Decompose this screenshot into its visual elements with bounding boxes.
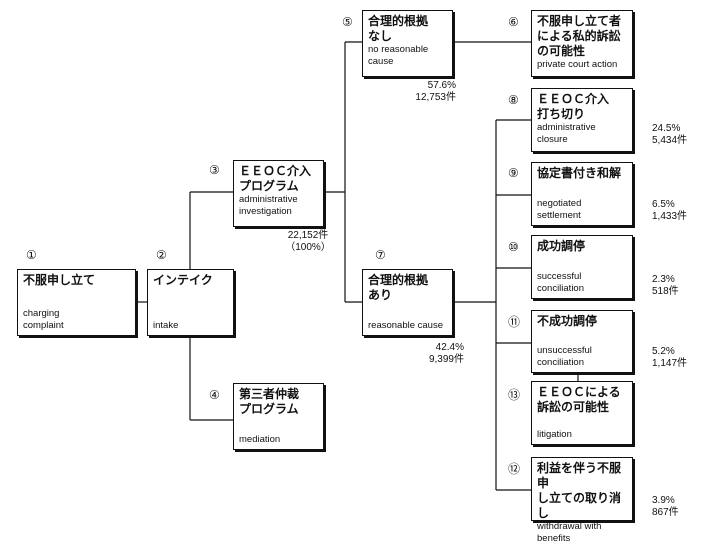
stat-negotiated-settlement: 6.5% 1,433件 xyxy=(652,199,687,223)
node-label-en: charging complaint xyxy=(23,308,64,331)
node-label-jp: 第三者仲裁 プログラム xyxy=(239,387,300,416)
node-label-en: administrative investigation xyxy=(239,194,298,217)
connector-lines xyxy=(136,41,579,491)
node-withdrawal-with-benefits: 利益を伴う不服申 し立ての取り消し withdrawal with benefi… xyxy=(531,457,633,544)
node-label-jp: ＥＥＯＣによる 訴訟の可能性 xyxy=(537,385,621,414)
node-label-en: intake xyxy=(153,320,179,331)
stat-percent: 42.4% xyxy=(435,342,464,353)
stat-successful-conciliation: 2.3% 518件 xyxy=(652,274,679,298)
node-intake: インテイク intake xyxy=(147,269,234,336)
step-number-5: ⑤ xyxy=(342,15,353,29)
node-litigation: ＥＥＯＣによる 訴訟の可能性 litigation xyxy=(531,381,633,445)
node-negotiated-settlement: 協定書付き和解 negotiated settlement xyxy=(531,162,633,226)
node-private-court-action: 不服申し立て者 による私的訴訟 の可能性 private court actio… xyxy=(531,10,633,77)
node-successful-conciliation: 成功調停 successful conciliation xyxy=(531,235,633,299)
node-unsuccessful-conciliation: 不成功調停 unsuccessful conciliation xyxy=(531,310,633,373)
node-label-en: administrative closure xyxy=(537,122,596,145)
stat-withdrawal-with-benefits: 3.9% 867件 xyxy=(652,495,679,519)
node-reasonable-cause: 合理的根拠 あり reasonable cause xyxy=(362,269,453,336)
stat-count: 12,753件 xyxy=(415,92,456,103)
stat-percent: 6.5% xyxy=(652,199,675,210)
node-label-en: no reasonable cause xyxy=(368,44,429,67)
node-label-en: withdrawal with benefits xyxy=(537,521,602,544)
stat-count: 1,147件 xyxy=(652,358,688,369)
stat-count: 1,433件 xyxy=(652,211,688,222)
step-number-1: ① xyxy=(26,248,37,262)
step-number-3: ③ xyxy=(209,163,220,177)
node-mediation: 第三者仲裁 プログラム mediation xyxy=(233,383,324,450)
step-number-4: ④ xyxy=(209,388,220,402)
node-administrative-investigation: ＥＥＯＣ介入 プログラム administrative investigatio… xyxy=(233,160,324,227)
stat-count: 518件 xyxy=(652,286,679,297)
stat-percent: 24.5% xyxy=(652,123,681,134)
step-number-13: ⑬ xyxy=(508,388,521,402)
step-number-8: ⑧ xyxy=(508,93,519,107)
stat-percent: 5.2% xyxy=(652,346,675,357)
stat-count: 867件 xyxy=(652,507,679,518)
node-label-en: mediation xyxy=(239,434,281,445)
node-label-en: litigation xyxy=(537,429,572,440)
step-number-6: ⑥ xyxy=(508,15,519,29)
step-number-10: ⑩ xyxy=(508,240,519,254)
node-administrative-closure: ＥＥＯＣ介入 打ち切り administrative closure xyxy=(531,88,633,152)
node-label-jp: 利益を伴う不服申 し立ての取り消し xyxy=(537,461,622,520)
step-number-11: ⑪ xyxy=(508,315,521,329)
node-label-jp: 合理的根拠 あり xyxy=(368,273,429,302)
node-label-jp: 合理的根拠 なし xyxy=(368,14,429,43)
stat-administrative-closure: 24.5% 5,434件 xyxy=(652,123,687,147)
node-label-en: unsuccessful conciliation xyxy=(537,345,592,368)
node-label-jp: 不服申し立て者 による私的訴訟 の可能性 xyxy=(537,14,622,58)
node-label-jp: 協定書付き和解 xyxy=(537,166,622,180)
stat-percent: 57.6% xyxy=(427,80,456,91)
node-label-en: successful conciliation xyxy=(537,271,584,294)
node-label-en: negotiated settlement xyxy=(537,198,582,221)
node-label-jp: 不成功調停 xyxy=(537,314,598,328)
node-label-en: reasonable cause xyxy=(368,320,443,331)
node-charging-complaint: 不服申し立て charging complaint xyxy=(17,269,136,336)
node-label-jp: ＥＥＯＣ介入 打ち切り xyxy=(537,92,610,121)
node-label-en: private court action xyxy=(537,59,618,70)
node-label-jp: ＥＥＯＣ介入 プログラム xyxy=(239,164,312,193)
step-number-9: ⑨ xyxy=(508,166,519,180)
step-number-2: ② xyxy=(156,248,167,262)
stat-reasonable-cause: 42.4% 9,399件 xyxy=(420,342,464,366)
step-number-12: ⑫ xyxy=(508,462,521,476)
stat-count: 22,152件 xyxy=(287,230,329,241)
stat-count: 9,399件 xyxy=(428,354,464,365)
stat-percent: 2.3% xyxy=(652,274,675,285)
node-label-jp: 成功調停 xyxy=(537,239,586,253)
node-label-jp: 不服申し立て xyxy=(23,273,96,287)
stat-count: 5,434件 xyxy=(652,135,688,146)
stat-percent: 3.9% xyxy=(652,495,675,506)
stat-percent: （100%） xyxy=(285,242,331,253)
node-label-jp: インテイク xyxy=(153,273,213,287)
stat-unsuccessful-conciliation: 5.2% 1,147件 xyxy=(652,346,687,370)
stat-investigation: 22,152件 （100%） xyxy=(278,230,338,254)
stat-no-reasonable-cause: 57.6% 12,753件 xyxy=(400,80,456,104)
step-number-7: ⑦ xyxy=(375,248,386,262)
node-no-reasonable-cause: 合理的根拠 なし no reasonable cause xyxy=(362,10,453,77)
